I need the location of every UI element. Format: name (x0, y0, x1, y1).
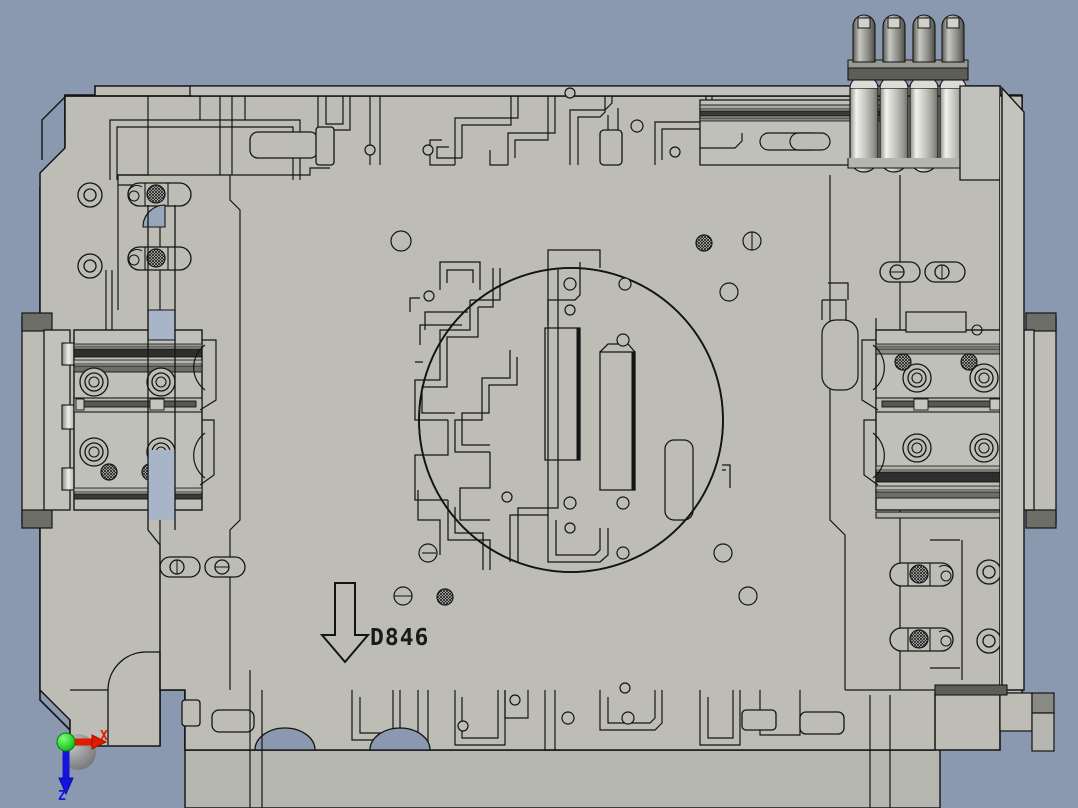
right-lower-blocks (934, 684, 1055, 752)
bottom-scallops (254, 727, 431, 751)
oblong-slot (204, 556, 246, 578)
left-inner-column (147, 205, 176, 690)
oblong-slot-pairs (159, 126, 966, 578)
right-bottom-slot-group (889, 539, 1002, 680)
rounded-slot (599, 129, 623, 166)
left-slide-bolts-upper (79, 367, 176, 397)
right-slide-bolts-lower (902, 433, 999, 463)
slot-with-screw (889, 562, 954, 587)
oblong-slot (924, 261, 966, 283)
oblong-slot (159, 556, 201, 578)
rounded-slot (315, 126, 335, 166)
central-channel-network (409, 249, 731, 570)
slot-with-screw (127, 182, 192, 207)
axis-triad (56, 732, 108, 796)
counterbore-hole (77, 253, 103, 279)
right-linear-slide-assembly (821, 282, 1057, 529)
counterbore-hole (976, 559, 1002, 585)
counterbore-hole (976, 628, 1002, 654)
right-slide-bolts-upper (894, 353, 999, 393)
left-lower-detail (70, 651, 845, 745)
axis-label-x: X (100, 729, 108, 744)
slot-with-screw (889, 627, 954, 652)
cylinder-barrels (849, 75, 967, 173)
top-left-chamfer (41, 95, 192, 160)
left-linear-slide-assembly (21, 312, 217, 529)
part-label: D846 (370, 625, 430, 651)
knurled-screws (436, 234, 713, 606)
axis-label-z: Z (58, 789, 66, 804)
oblong-slot (879, 261, 921, 283)
slot-with-screw (127, 246, 192, 271)
right-outer-plate (1001, 86, 1025, 691)
counterbore-hole (77, 182, 103, 208)
direction-arrow-down (319, 582, 371, 664)
lower-channel-detail (249, 670, 891, 808)
rounded-slot (249, 131, 319, 159)
cylinder-rods (852, 14, 965, 63)
shadow-notches (142, 204, 176, 520)
